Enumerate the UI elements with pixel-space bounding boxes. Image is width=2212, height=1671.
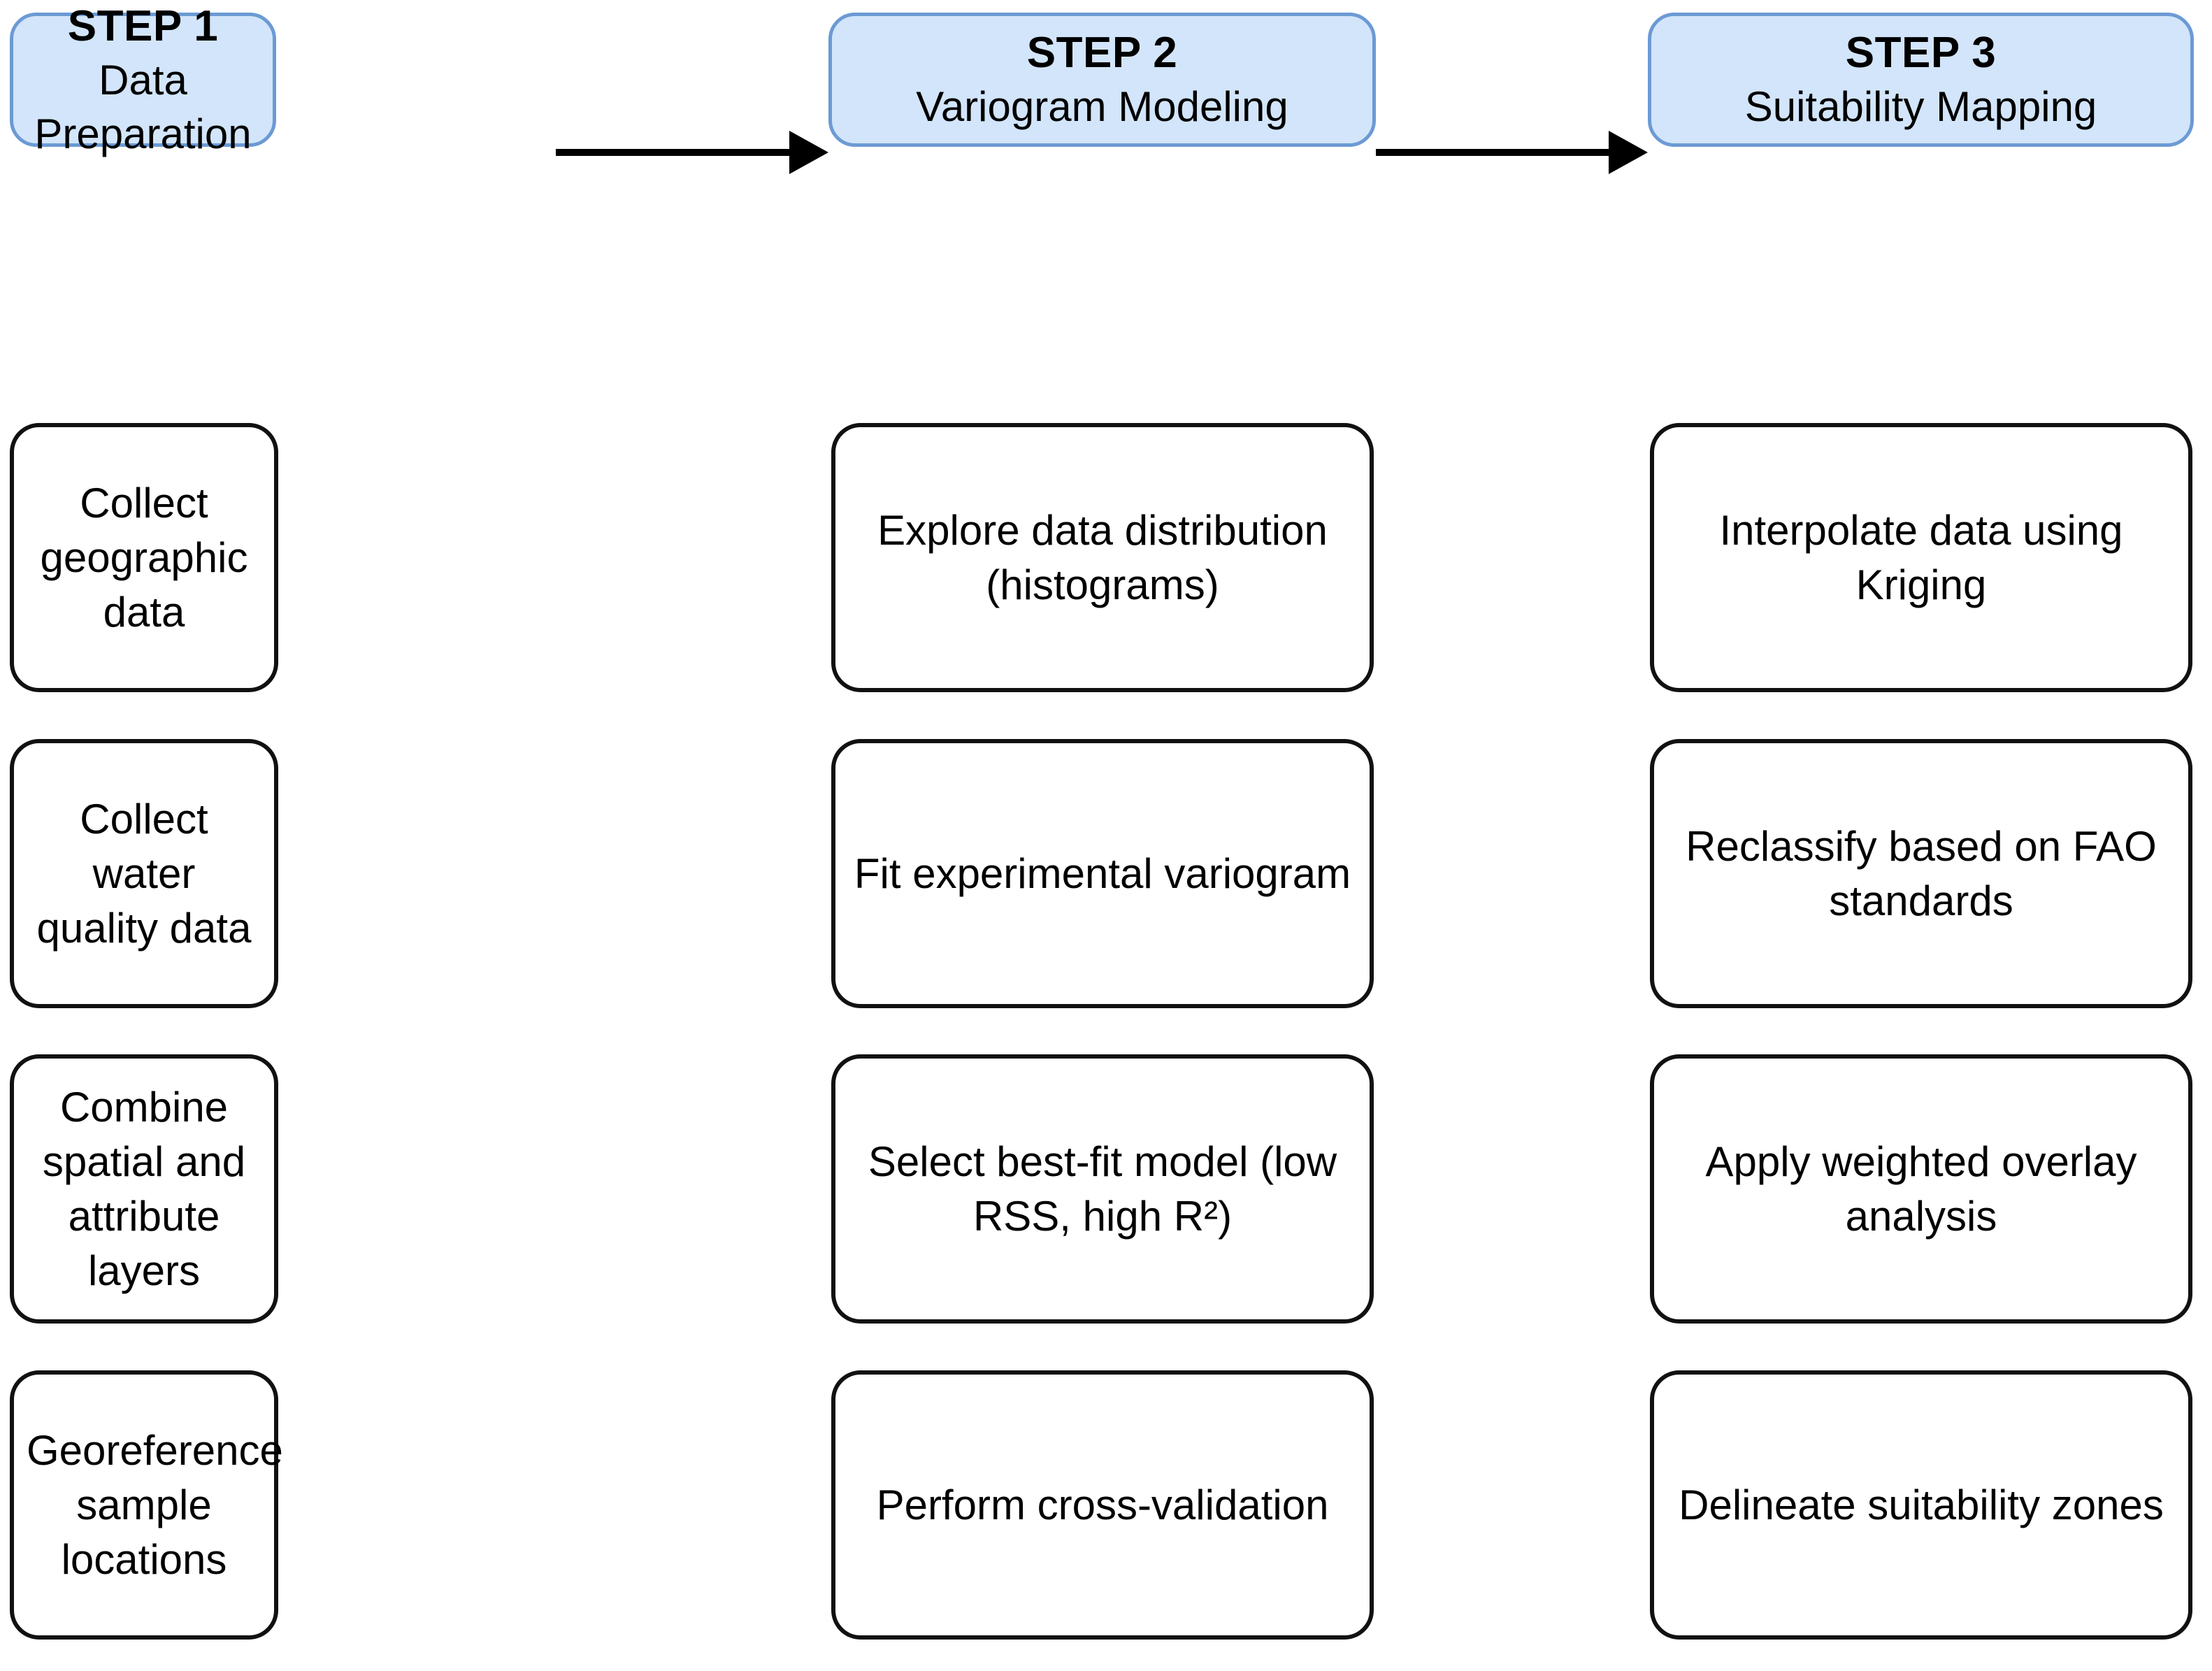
- task-label: Fit experimental variogram: [854, 849, 1351, 897]
- task-label: Interpolate data using Kriging: [1719, 506, 2123, 608]
- task-box-step3-4[interactable]: Delineate suitability zones: [1650, 1370, 2192, 1640]
- task-box-step1-3[interactable]: Combine spatial and attribute layers: [10, 1054, 278, 1324]
- step-box-2[interactable]: STEP 2 Variogram Modeling: [828, 13, 1376, 147]
- task-label: Delineate suitability zones: [1679, 1481, 2164, 1528]
- step-box-1[interactable]: STEP 1 Data Preparation: [10, 2, 276, 157]
- task-box-step2-3[interactable]: Select best-fit model (low RSS, high R²): [831, 1054, 1374, 1324]
- task-box-step2-4[interactable]: Perform cross-validation: [831, 1370, 1374, 1640]
- step-title-3: STEP 3: [1845, 28, 1997, 77]
- task-label: Georeference sample locations: [27, 1426, 283, 1583]
- task-box-step1-4[interactable]: Georeference sample locations: [10, 1370, 283, 1640]
- task-label: Reclassify based on FAO standards: [1686, 822, 2157, 924]
- arrow-shaft: [1376, 149, 1609, 156]
- task-label: Perform cross-validation: [876, 1481, 1329, 1528]
- step-subtitle-1: Data Preparation: [34, 56, 252, 157]
- arrow-shaft: [556, 149, 789, 156]
- step-title-2: STEP 2: [1026, 28, 1178, 77]
- task-box-step3-2[interactable]: Reclassify based on FAO standards: [1650, 739, 2192, 1008]
- task-box-step3-3[interactable]: Apply weighted overlay analysis: [1650, 1054, 2192, 1324]
- task-box-step1-1[interactable]: Collect geographic data: [10, 423, 278, 692]
- task-label: Collect geographic data: [40, 479, 248, 636]
- step-box-3[interactable]: STEP 3 Suitability Mapping: [1648, 13, 2194, 147]
- task-box-step3-1[interactable]: Interpolate data using Kriging: [1650, 423, 2192, 692]
- task-box-step2-1[interactable]: Explore data distribution (histograms): [831, 423, 1374, 692]
- step-subtitle-3: Suitability Mapping: [1744, 83, 2097, 131]
- arrow-head-icon: [789, 131, 828, 174]
- task-box-step1-2[interactable]: Collect water quality data: [10, 739, 278, 1008]
- step-title-1: STEP 1: [67, 1, 219, 50]
- task-label: Collect water quality data: [36, 795, 252, 952]
- step-subtitle-2: Variogram Modeling: [916, 83, 1288, 131]
- arrow-head-icon: [1609, 131, 1648, 174]
- task-label: Combine spatial and attribute layers: [42, 1083, 246, 1294]
- task-label: Explore data distribution (histograms): [877, 506, 1328, 608]
- task-label: Select best-fit model (low RSS, high R²): [868, 1138, 1337, 1240]
- task-label: Apply weighted overlay analysis: [1705, 1138, 2137, 1240]
- task-box-step2-2[interactable]: Fit experimental variogram: [831, 739, 1374, 1008]
